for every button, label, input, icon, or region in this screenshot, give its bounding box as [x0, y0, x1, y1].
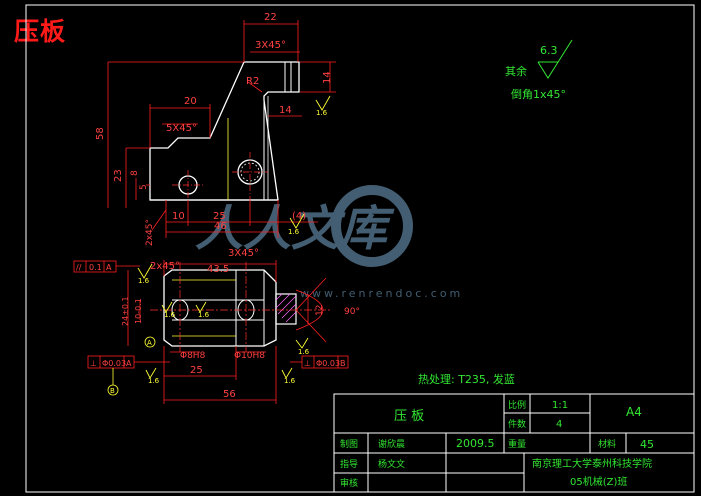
tb-material-label: 材料	[598, 438, 616, 450]
dim-chamfer-b: 3X45°	[228, 248, 259, 259]
heat-treat-note: 热处理: T235, 发蓝	[418, 372, 515, 386]
watermark-ring	[331, 185, 413, 267]
roughness-4: 1.6	[164, 311, 176, 319]
tol-pos1-value: Φ0.03	[102, 359, 126, 368]
roughness-2: 1.6	[138, 277, 150, 285]
tb-scale-value: 1:1	[552, 400, 568, 411]
dim-25-front: 25	[190, 365, 203, 376]
title-block	[333, 393, 695, 493]
tb-qty-value: 4	[556, 419, 562, 430]
datum-a-marker	[144, 336, 156, 348]
tolerance-position2	[290, 355, 349, 369]
dim-chamfer-a: 2x45°	[150, 261, 180, 272]
dim-22: 22	[264, 12, 277, 23]
general-roughness-label: 其余	[505, 64, 527, 78]
top-dimensions	[107, 20, 336, 238]
dim-58: 58	[95, 127, 106, 140]
dim-chamfer-side: 2x45°	[145, 219, 155, 246]
front-view-outline	[163, 269, 277, 347]
tol-parallel-datum: A	[106, 263, 112, 272]
front-dimensions	[127, 260, 309, 404]
tb-material-value: 45	[640, 438, 654, 451]
tb-drawn-name: 谢欣晨	[378, 438, 405, 450]
dim-10: 10	[172, 211, 185, 222]
roughness-6: 1.6	[284, 377, 296, 385]
boss	[275, 293, 297, 325]
tb-class: 05机械(Z)班	[570, 475, 627, 488]
tol-pos1-symbol: ⊥	[90, 359, 97, 368]
tolerance-parallel	[73, 260, 140, 273]
tb-drawn-label: 制图	[340, 438, 358, 450]
dim-12: 12	[315, 305, 325, 316]
dim-20: 20	[184, 96, 197, 107]
dim-56: 56	[223, 389, 236, 400]
chamfer-note: 倒角1x45°	[511, 88, 566, 101]
dim-hole10: Φ10H8	[234, 351, 265, 361]
front-view: 2x45° 3X45° 43.5 24±0.1 10-0.1 12 90° Φ8…	[121, 248, 360, 404]
top-view: 22 3X45° 14 R2 14 20 5X45° 58 23 8 5 10 …	[95, 12, 336, 246]
general-roughness	[537, 39, 573, 79]
tb-scale-label: 比例	[508, 399, 526, 411]
datum-a-label: A	[147, 339, 152, 347]
dim-24: 24±0.1	[121, 296, 130, 326]
tb-sheet: A4	[626, 405, 642, 419]
dim-10-front: 10-0.1	[134, 298, 143, 324]
dim-43-5: 43.5	[207, 264, 229, 275]
drawing-title: 压板	[14, 17, 67, 46]
tol-parallel-value: 0.1	[89, 263, 102, 272]
dim-23: 23	[113, 169, 124, 182]
tolerance-position1	[87, 355, 170, 369]
tol-pos2-value: Φ0.03	[316, 359, 340, 368]
tol-parallel-symbol: //	[76, 263, 82, 272]
section-hatch	[275, 293, 297, 323]
dim-r2: R2	[246, 76, 259, 87]
tb-date: 2009.5	[456, 437, 495, 450]
dim-4: (4)	[292, 211, 306, 222]
dim-chamfer-left: 5X45°	[166, 123, 197, 134]
general-roughness-value: 6.3	[540, 44, 558, 57]
tb-part-name: 压 板	[394, 409, 424, 424]
dim-hole8: Φ8H8	[180, 351, 206, 361]
dim-90: 90°	[344, 307, 360, 317]
dim-8: 8	[130, 170, 140, 176]
roughness-7: 1.6	[288, 228, 300, 236]
watermark-brand: 人人文库	[195, 201, 395, 257]
roughness-8: 1.6	[298, 348, 310, 356]
roughness-5: 1.6	[148, 377, 160, 385]
dim-5: 5	[139, 184, 149, 190]
dim-25: 25	[213, 211, 226, 222]
roughness-symbols	[137, 95, 331, 379]
dim-14-right: 14	[322, 71, 333, 84]
datum-b-label: B	[110, 387, 115, 395]
dim-chamfer-top: 3X45°	[255, 40, 286, 51]
tol-pos2-datum: B	[340, 359, 346, 368]
roughness-3: 1.6	[198, 311, 210, 319]
tb-check-label: 指导	[340, 458, 358, 470]
dim-14-small: 14	[279, 105, 292, 116]
tol-pos2-symbol: ⊥	[304, 359, 311, 368]
tb-school: 南京理工大学泰州科技学院	[532, 457, 652, 470]
tb-review-label: 审核	[340, 477, 358, 489]
roughness-1: 1.6	[316, 109, 328, 117]
tol-pos1-datum: A	[126, 359, 132, 368]
watermark: 人人文库 www.renrendoc.com	[195, 185, 463, 300]
watermark-url: www.renrendoc.com	[300, 287, 463, 300]
tb-check-name: 杨文文	[378, 458, 405, 470]
dim-46: 46	[214, 221, 227, 232]
tb-qty-label: 件数	[508, 418, 526, 430]
tb-weight-label: 重量	[508, 438, 526, 450]
